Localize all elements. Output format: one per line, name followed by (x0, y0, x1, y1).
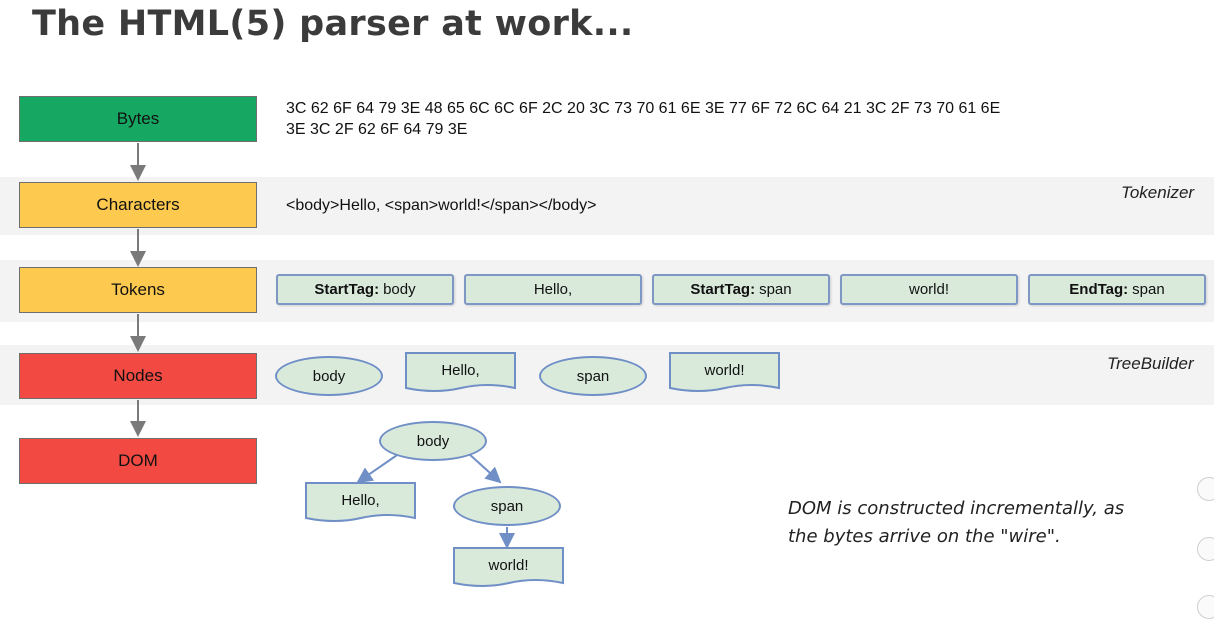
document-shape (405, 352, 516, 392)
node-hello: Hello, (405, 352, 516, 394)
node-label: span (490, 497, 524, 515)
token-text-hello: Hello, (464, 274, 642, 305)
token-text-world: world! (840, 274, 1018, 305)
node-label: Hello, (441, 361, 480, 379)
edge-control[interactable] (1197, 595, 1214, 619)
token-starttag-span: StartTag:span (652, 274, 830, 305)
dom-node-hello: Hello, (305, 482, 416, 524)
bytes-line-2: 3E 3C 2F 62 6F 64 79 3E (286, 121, 468, 138)
edge-control[interactable] (1197, 537, 1214, 561)
edge-control[interactable] (1197, 477, 1214, 501)
token-value: Hello, (533, 281, 573, 298)
node-label: world! (704, 361, 745, 379)
dom-node-body: body (379, 421, 487, 461)
node-label: world! (488, 556, 529, 574)
note-line-2: the bytes arrive on the "wire". (788, 526, 1061, 547)
dom-note: DOM is constructed incrementally, as the… (788, 495, 1168, 551)
stage-bytes: Bytes (19, 96, 257, 142)
document-shape (305, 482, 416, 522)
tree-edge-body-span (467, 452, 502, 484)
characters-text: <body>Hello, <span>world!</span></body> (286, 197, 597, 214)
node-label: body (416, 432, 450, 450)
stage-characters: Characters (19, 182, 257, 228)
node-span: span (539, 356, 647, 396)
token-endtag-span: EndTag:span (1028, 274, 1206, 305)
stage-nodes: Nodes (19, 353, 257, 399)
document-shape (669, 352, 780, 392)
dom-node-world: world! (453, 547, 564, 589)
token-value: span (759, 281, 792, 298)
token-value: body (383, 281, 416, 298)
page-title: The HTML(5) parser at work... (32, 4, 634, 44)
node-label: Hello, (341, 491, 380, 509)
node-world: world! (669, 352, 780, 394)
token-value: span (1132, 281, 1165, 298)
node-label: body (312, 367, 346, 385)
document-shape (453, 547, 564, 587)
node-label: span (576, 367, 610, 385)
token-kind: StartTag: (314, 281, 380, 298)
note-line-1: DOM is constructed incrementally, as (788, 498, 1125, 519)
tokenizer-label: Tokenizer (1121, 183, 1195, 202)
treebuilder-label: TreeBuilder (1107, 354, 1194, 373)
dom-node-span: span (453, 486, 561, 526)
node-body: body (275, 356, 383, 396)
stage-tokens: Tokens (19, 267, 257, 313)
token-kind: StartTag: (690, 281, 756, 298)
bytes-line-1: 3C 62 6F 64 79 3E 48 65 6C 6C 6F 2C 20 3… (286, 100, 1001, 117)
token-kind: EndTag: (1069, 281, 1129, 298)
token-value: world! (908, 281, 949, 298)
token-starttag-body: StartTag:body (276, 274, 454, 305)
stage-dom: DOM (19, 438, 257, 484)
tree-edge-body-hello (356, 452, 401, 484)
